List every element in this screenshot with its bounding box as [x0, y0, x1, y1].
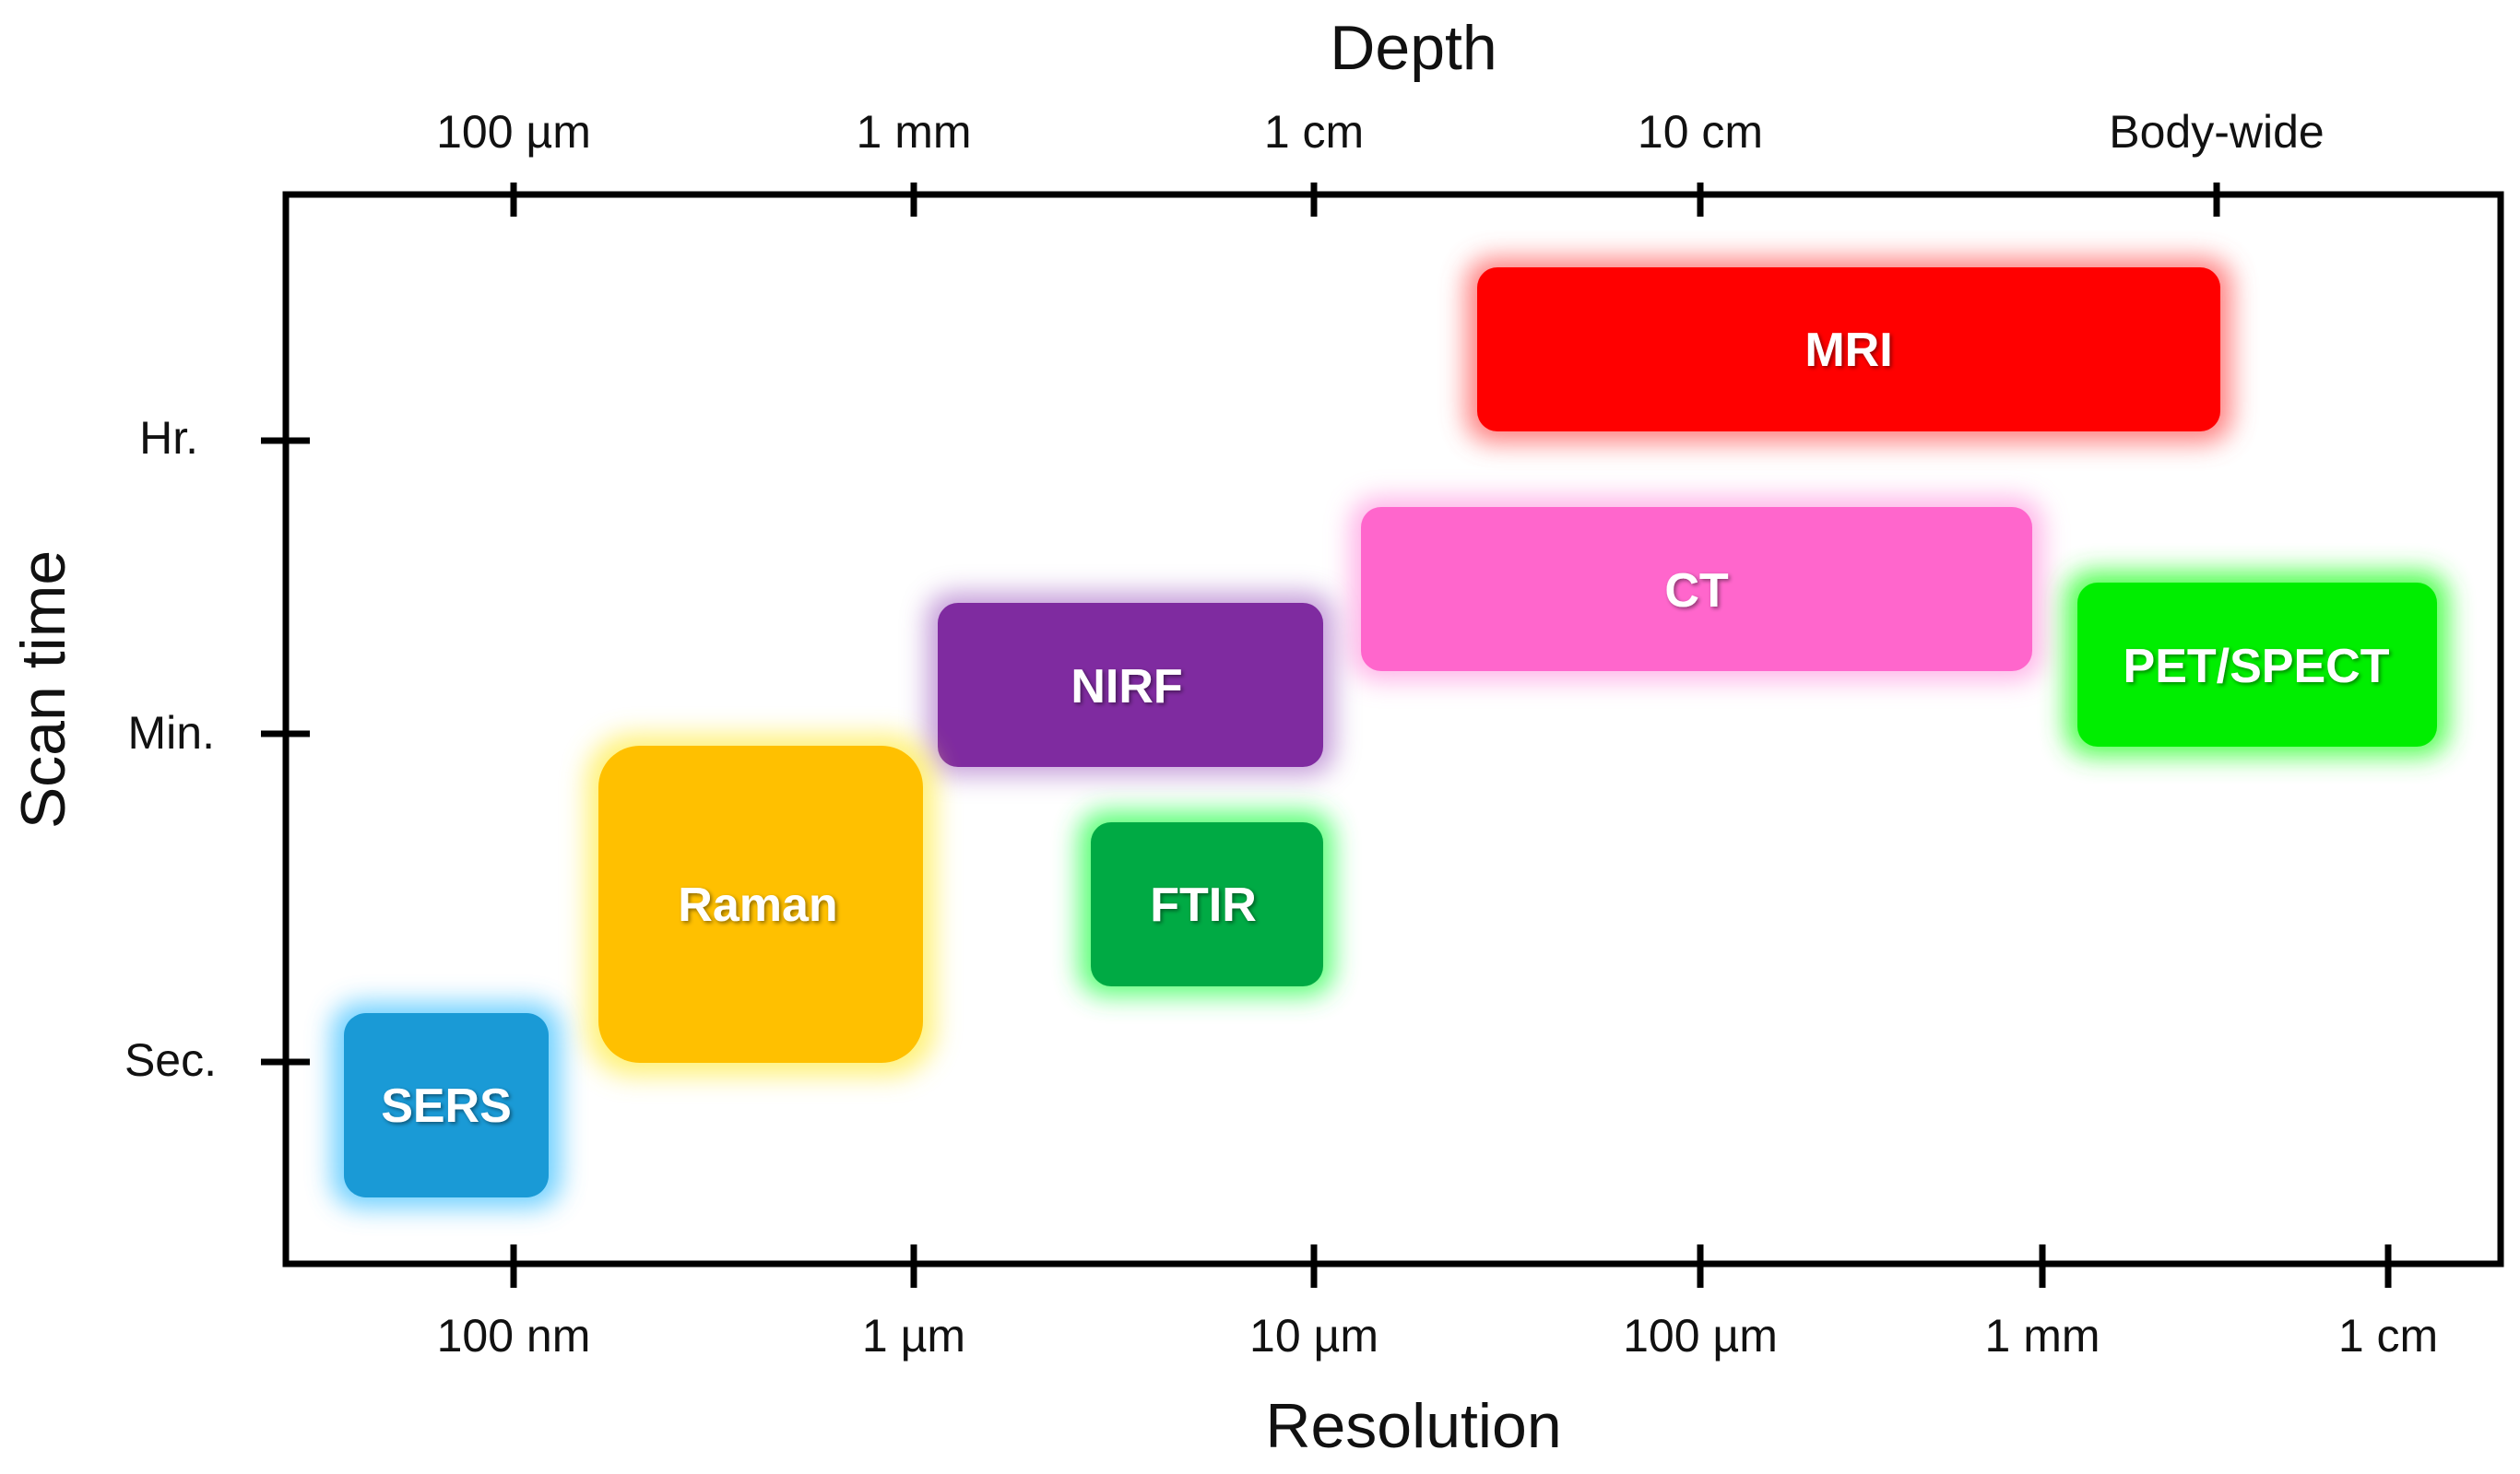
resolution-tick-label: 100 nm — [437, 1310, 591, 1362]
mri-label: MRI — [1804, 324, 1892, 377]
nirf-box: NIRF — [927, 593, 1334, 775]
ftir-label: FTIR — [1150, 879, 1257, 932]
sers-fill — [344, 1013, 549, 1197]
nirf-fill — [938, 603, 1323, 767]
ct-fill — [1361, 507, 2032, 671]
pet-spect-box: PET/SPECT — [2065, 572, 2448, 756]
raman-label: Raman — [678, 879, 837, 932]
resolution-tick-label: 1 mm — [1985, 1310, 2100, 1362]
resolution-axis-title: Resolution — [1265, 1391, 1561, 1461]
raman-fill — [598, 746, 923, 1063]
plot-frame — [282, 191, 2504, 1268]
scan-time-tick-label: Hr. — [139, 412, 198, 464]
pet-spect-label: PET/SPECT — [2124, 640, 2390, 693]
pet-spect-fill — [2077, 583, 2437, 747]
depth-ticks — [510, 183, 2220, 217]
scan-time-ticks — [261, 437, 310, 1066]
mri-fill — [1477, 267, 2220, 431]
scan-time-tick-label: Sec. — [124, 1034, 217, 1086]
raman-box: Raman — [586, 735, 935, 1076]
resolution-tick-label: 10 µm — [1249, 1310, 1378, 1362]
resolution-tick-label: 100 µm — [1623, 1310, 1778, 1362]
sers-label: SERS — [381, 1079, 512, 1133]
depth-tick-label: Body-wide — [2109, 106, 2324, 158]
scan-time-tick-label: Min. — [128, 707, 215, 759]
ftir-box: FTIR — [1079, 811, 1333, 996]
resolution-tick-label: 1 µm — [862, 1310, 965, 1362]
resolution-ticks — [510, 1244, 2392, 1288]
sers-box: SERS — [332, 1003, 561, 1208]
depth-tick-label: 1 mm — [857, 106, 972, 158]
nirf-label: NIRF — [1071, 660, 1182, 713]
depth-tick-label: 100 µm — [436, 106, 591, 158]
ct-box: CT — [1351, 498, 2042, 680]
ftir-fill — [1091, 822, 1323, 986]
ct-label: CT — [1664, 564, 1729, 618]
depth-tick-label: 10 cm — [1638, 106, 1763, 158]
depth-axis-title: Depth — [1330, 13, 1497, 83]
mri-box: MRI — [1466, 258, 2231, 442]
depth-tick-label: 1 cm — [1264, 106, 1364, 158]
scan-time-axis-title: Scan time — [8, 550, 78, 829]
resolution-tick-label: 1 cm — [2338, 1310, 2438, 1362]
